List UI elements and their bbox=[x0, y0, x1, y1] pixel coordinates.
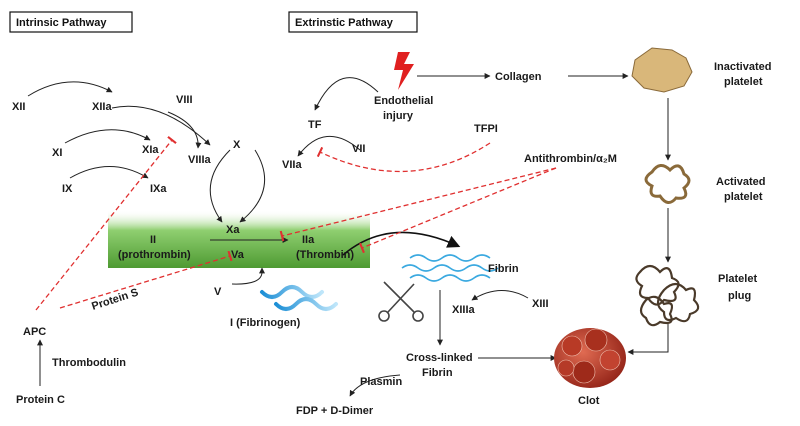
factor-v: V bbox=[214, 286, 222, 298]
protein-s-label: Protein S bbox=[90, 287, 140, 313]
activated-label-1: Activated bbox=[716, 176, 766, 188]
collagen-label: Collagen bbox=[495, 71, 542, 83]
apc-label: APC bbox=[23, 326, 46, 338]
inactivated-label-1: Inactivated bbox=[714, 61, 771, 73]
tfpi-label: TFPI bbox=[474, 123, 498, 135]
factor-xa: Xa bbox=[226, 224, 240, 236]
factor-iia: IIa bbox=[302, 234, 315, 246]
factor-xii: XII bbox=[12, 101, 25, 113]
factor-tf: TF bbox=[308, 119, 322, 131]
plasmin-label: Plasmin bbox=[360, 376, 402, 388]
activated-label-2: platelet bbox=[724, 191, 763, 203]
fdp-label: FDP + D-Dimer bbox=[296, 405, 374, 417]
plug-label-2: plug bbox=[728, 290, 751, 302]
extrinsic-header: Extrinstic Pathway bbox=[295, 17, 394, 29]
plug-label-1: Platelet bbox=[718, 273, 757, 285]
intrinsic-header-box bbox=[9, 11, 133, 33]
crosslinked-label-2: Fibrin bbox=[422, 367, 453, 379]
factor-vii: VII bbox=[352, 143, 365, 155]
factor-ixa: IXa bbox=[150, 183, 167, 195]
inactivated-platelet-icon bbox=[631, 47, 693, 93]
factor-va: Va bbox=[231, 249, 245, 261]
common-pathway-band bbox=[108, 210, 370, 268]
factor-xiii: XIII bbox=[532, 298, 549, 310]
factor-ix: IX bbox=[62, 183, 73, 195]
lightning-bolt-icon bbox=[394, 52, 414, 90]
inactivated-label-2: platelet bbox=[724, 76, 763, 88]
factor-xia: XIa bbox=[142, 144, 159, 156]
antithrombin-label: Antithrombin/α₂M bbox=[524, 153, 617, 165]
factor-ii: II bbox=[150, 234, 156, 246]
fibrin-label: Fibrin bbox=[488, 263, 519, 275]
fibrin-strands-icon bbox=[401, 254, 499, 282]
intrinsic-header: Intrinsic Pathway bbox=[16, 17, 107, 29]
fibrinogen-wave-icon bbox=[260, 285, 338, 311]
clot-icon bbox=[554, 328, 626, 388]
platelet-plug-icon bbox=[635, 264, 700, 327]
crosslinked-label-1: Cross-linked bbox=[406, 352, 473, 364]
thrombin-label: (Thrombin) bbox=[296, 249, 354, 261]
activated-platelet-icon bbox=[644, 164, 691, 204]
injury-label: injury bbox=[383, 110, 414, 122]
endothelial-label: Endothelial bbox=[374, 95, 433, 107]
factor-viiia: VIIIa bbox=[188, 154, 212, 166]
thrombodulin-label: Thrombodulin bbox=[52, 357, 126, 369]
factor-viia: VIIa bbox=[282, 159, 302, 171]
protein-c-label: Protein C bbox=[16, 394, 65, 406]
factor-x: X bbox=[233, 139, 241, 151]
factor-viii: VIII bbox=[176, 94, 193, 106]
scissors-icon bbox=[378, 281, 424, 322]
fibrinogen-label: I (Fibrinogen) bbox=[230, 317, 301, 329]
prothrombin-label: (prothrombin) bbox=[118, 249, 191, 261]
clot-label: Clot bbox=[578, 395, 600, 407]
factor-xi: XI bbox=[52, 147, 62, 159]
factor-xiiia: XIIIa bbox=[452, 304, 476, 316]
extrinsic-header-box bbox=[288, 11, 418, 33]
factor-xiia: XIIa bbox=[92, 101, 112, 113]
